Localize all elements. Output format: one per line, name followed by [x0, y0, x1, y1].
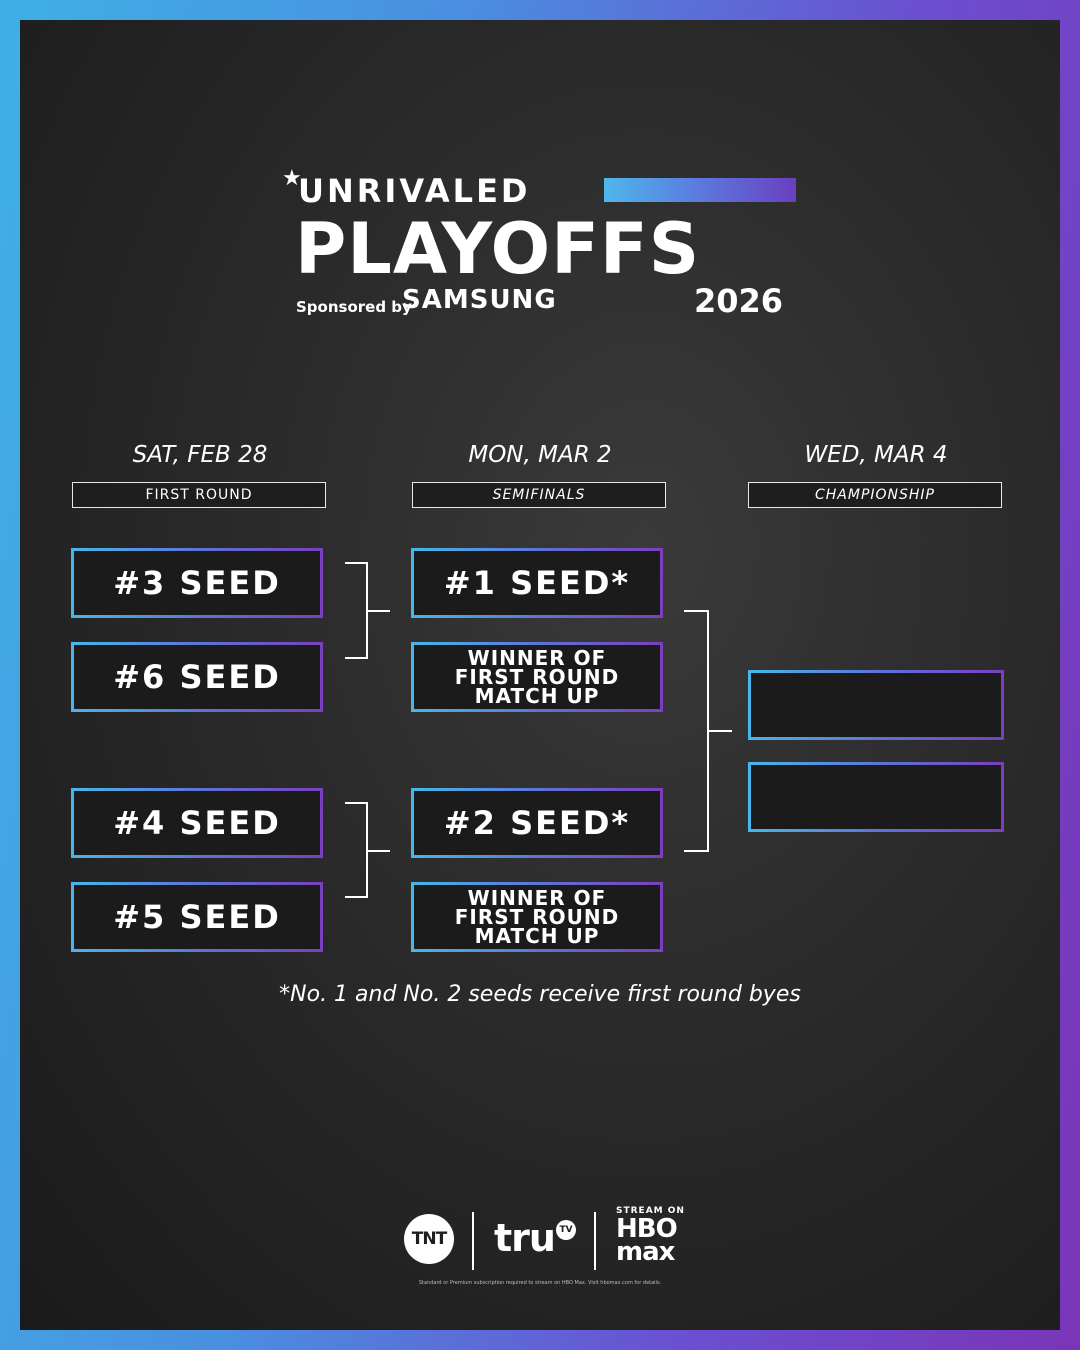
round-label-semis: SEMIFINALS	[412, 482, 666, 508]
seed-label: #5 SEED	[113, 898, 281, 936]
seed-label: #3 SEED	[113, 564, 281, 602]
seed-label: #4 SEED	[113, 804, 281, 842]
logo-divider	[472, 1212, 474, 1270]
seed-label: #1 SEED*	[443, 564, 631, 602]
hbo-max-logo: HBO max	[616, 1214, 678, 1267]
seed-box-3: #3 SEED	[71, 548, 323, 618]
season-year: 2026	[694, 282, 784, 320]
seed-box-5: #5 SEED	[71, 882, 323, 952]
round-date-first: SAT, FEB 28	[132, 442, 268, 468]
page-title: PLAYOFFS	[295, 208, 701, 290]
tnt-logo: TNT	[404, 1214, 454, 1264]
championship-slot-bottom	[748, 762, 1004, 832]
brand-accent-bar	[604, 178, 796, 202]
round-label-first: FIRST ROUND	[72, 482, 326, 508]
seed-box-1: #1 SEED*	[411, 548, 663, 618]
seed-box-2: #2 SEED*	[411, 788, 663, 858]
logo-divider	[594, 1212, 596, 1270]
seed-label: #2 SEED*	[443, 804, 631, 842]
trutv-badge: TV	[556, 1220, 576, 1240]
disclaimer: Standard or Premium subscription require…	[418, 1280, 662, 1286]
seed-label: WINNER OF FIRST ROUND MATCH UP	[454, 885, 620, 948]
sponsor-logo: SAMSUNG	[402, 285, 557, 315]
bracket-connectors	[345, 562, 732, 898]
seed-label: WINNER OF FIRST ROUND MATCH UP	[454, 645, 620, 708]
trutv-logo: tru	[494, 1216, 556, 1260]
seed-box-4: #4 SEED	[71, 788, 323, 858]
seed-box-6: #6 SEED	[71, 642, 323, 712]
star-icon: ★	[282, 166, 302, 191]
seed-label: #6 SEED	[113, 658, 281, 696]
round-label-final: CHAMPIONSHIP	[748, 482, 1002, 508]
winner-box-bottom: WINNER OF FIRST ROUND MATCH UP	[411, 882, 663, 952]
brand-name: UNRIVALED	[298, 172, 531, 210]
round-date-semis: MON, MAR 2	[468, 442, 612, 468]
connector-top-first	[345, 562, 390, 659]
championship-slot-top	[748, 670, 1004, 740]
round-date-final: WED, MAR 4	[804, 442, 948, 468]
connector-semis	[684, 610, 732, 852]
bracket-card: ★ UNRIVALED PLAYOFFS Sponsored by SAMSUN…	[20, 20, 1060, 1330]
stream-on-label: STREAM ON	[616, 1206, 685, 1216]
sponsor-prefix: Sponsored by	[296, 298, 412, 316]
winner-box-top: WINNER OF FIRST ROUND MATCH UP	[411, 642, 663, 712]
footnote: *No. 1 and No. 2 seeds receive first rou…	[279, 982, 801, 1007]
connector-bottom-first	[345, 802, 390, 898]
